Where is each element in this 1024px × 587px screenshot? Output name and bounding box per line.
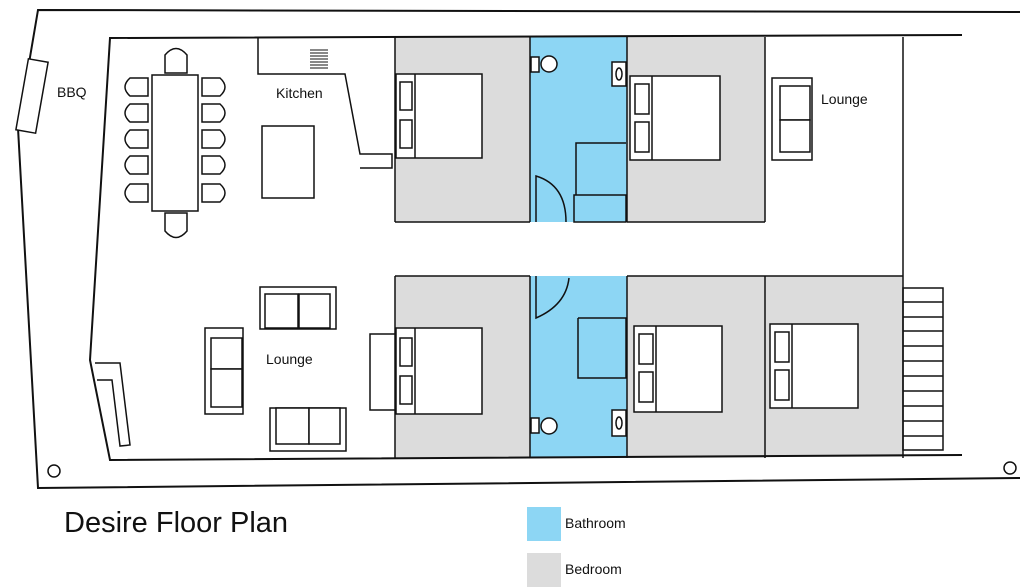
legend-swatch-bedroom [527,553,561,587]
tv-unit [369,333,396,411]
legend-swatch-bathroom [527,507,561,541]
post-icon [47,464,61,478]
bed [633,325,723,413]
sofa-bottom [269,407,347,452]
post-icon [1003,461,1017,475]
shower-icon [573,142,627,223]
side-bench [95,362,131,447]
armchair [771,77,813,161]
stove-icon [310,49,328,69]
bed [769,323,859,409]
plan-title: Desire Floor Plan [64,507,288,539]
building-wall [88,34,963,462]
toilet-icon [530,417,558,435]
kitchen-island [261,125,315,199]
kitchen-label: Kitchen [276,85,323,101]
legend-label-bedroom: Bedroom [565,561,622,577]
bed [629,75,721,161]
bathrooms [530,37,627,458]
door-swing [535,174,567,223]
sink-icon [611,61,627,87]
lounge-top-label: Lounge [821,91,868,107]
kitchen-counter [257,38,393,169]
shower-icon [577,317,627,379]
toilet-icon [530,55,558,73]
dining-table [124,47,226,239]
stairs [902,287,944,451]
sofa-left [204,327,244,415]
legend-label-bathroom: Bathroom [565,515,626,531]
bbq-unit [15,57,49,135]
bed [395,73,483,159]
door-swing [535,276,570,320]
sink-icon [611,409,627,437]
legend: Bathroom Bedroom [527,507,626,587]
bbq-label: BBQ [57,84,87,100]
sofa-top [259,286,337,330]
bed [395,327,483,415]
lounge-main-label: Lounge [266,351,313,367]
